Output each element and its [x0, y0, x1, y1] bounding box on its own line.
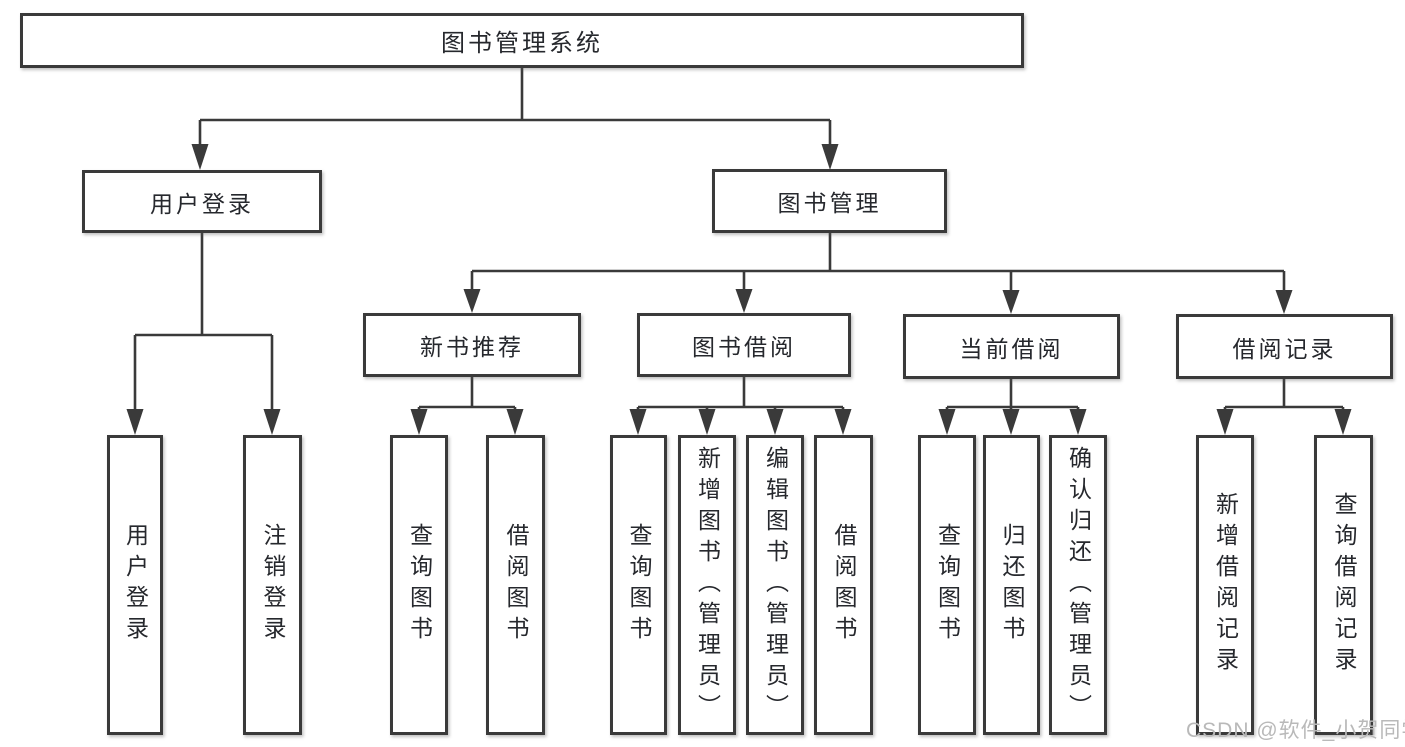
csdn-watermark: CSDN @软件_小贺同学	[1186, 719, 1405, 742]
node-book-management: 图书管理	[712, 169, 947, 233]
node-current-borrow: 当前借阅	[903, 314, 1120, 379]
leaf-query-books-borrow: 查询图书	[610, 435, 667, 735]
arrowheads	[126, 144, 1352, 435]
leaf-edit-book-admin: 编辑图书（管理员）	[746, 435, 804, 735]
connector-paths	[133, 68, 1345, 411]
leaf-user-login: 用户登录	[107, 435, 163, 735]
leaf-borrow-books: 借阅图书	[814, 435, 873, 735]
node-user-login: 用户登录	[82, 170, 322, 233]
node-new-book-recommend: 新书推荐	[363, 313, 581, 377]
leaf-borrow-books-recommend: 借阅图书	[486, 435, 545, 735]
leaf-confirm-return-admin: 确认归还（管理员）	[1049, 435, 1107, 735]
leaf-query-books-recommend: 查询图书	[390, 435, 448, 735]
leaf-return-books: 归还图书	[983, 435, 1040, 735]
node-root-system: 图书管理系统	[20, 13, 1024, 68]
node-book-borrow: 图书借阅	[637, 313, 851, 377]
leaf-add-book-admin: 新增图书（管理员）	[678, 435, 736, 735]
leaf-logout: 注销登录	[243, 435, 302, 735]
leaf-query-borrow-record: 查询借阅记录	[1314, 435, 1373, 735]
leaf-query-books-current: 查询图书	[918, 435, 976, 735]
node-borrow-records: 借阅记录	[1176, 314, 1393, 379]
leaf-add-borrow-record: 新增借阅记录	[1196, 435, 1254, 735]
